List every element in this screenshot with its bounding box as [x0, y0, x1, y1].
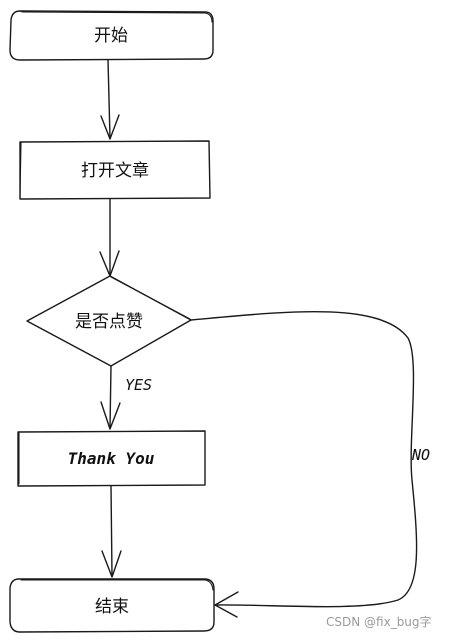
end-node: 结束 — [9, 578, 215, 633]
watermark: CSDN @fix_bug字 — [326, 614, 432, 629]
start-label: 开始 — [94, 26, 128, 46]
decision-label: 是否点赞 — [75, 312, 143, 332]
open-article-node: 打开文章 — [19, 140, 211, 200]
arrow-yes: YES — [100, 365, 152, 430]
thank-you-label: Thank You — [68, 449, 155, 468]
start-node: 开始 — [9, 10, 214, 61]
yes-label: YES — [125, 376, 152, 394]
arrow-start-to-open — [100, 59, 120, 140]
decision-node: 是否点赞 — [26, 275, 192, 367]
thank-you-node: Thank You — [17, 430, 206, 487]
arrow-no: NO — [190, 311, 430, 618]
no-label: NO — [411, 446, 430, 464]
open-article-label: 打开文章 — [81, 161, 149, 181]
arrow-thankyou-to-end — [101, 485, 122, 578]
end-label: 结束 — [95, 597, 129, 617]
arrow-open-to-decision — [99, 198, 120, 277]
